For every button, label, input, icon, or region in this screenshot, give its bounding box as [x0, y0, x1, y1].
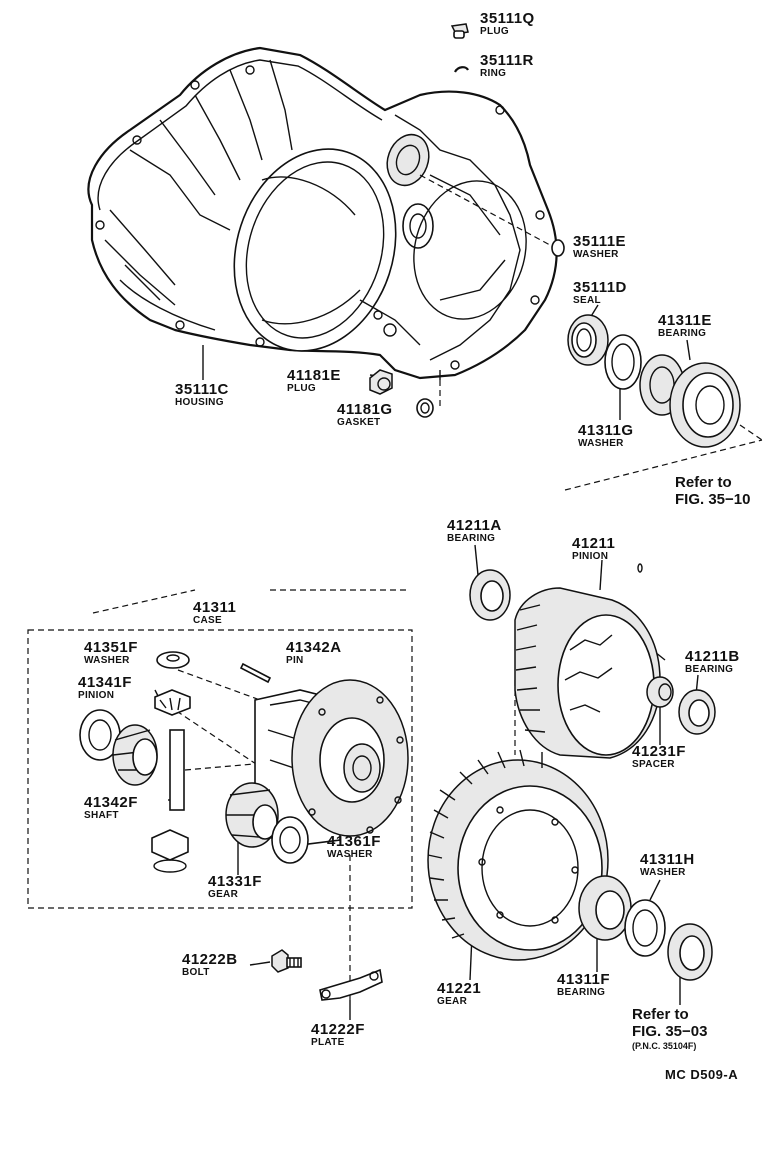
ring-gear-41221-shape	[427, 749, 609, 961]
spacer-41231f-shape	[646, 676, 674, 708]
plug-35111q-shape	[450, 23, 469, 39]
pin-41342a-shape	[239, 662, 272, 684]
side-gear-left-shape	[112, 724, 158, 786]
case-group-box	[27, 629, 413, 909]
bearing-41311f-shape	[578, 875, 632, 941]
ring-35111r-shape	[454, 66, 469, 73]
bearing-41311e-shape	[639, 354, 741, 448]
plug-41181e-shape	[369, 369, 393, 395]
bolt-41222b-shape	[271, 949, 302, 973]
pinion-41211-shape	[514, 563, 661, 759]
shaft-41342f-shape	[169, 729, 185, 811]
washer-41311g-shape	[604, 334, 642, 390]
pinion-41341f-bottom-shape	[151, 829, 189, 873]
bearing-41211b-shape	[678, 689, 716, 735]
washer-41361f-shape	[271, 816, 309, 864]
pinion-41341f-top-shape	[154, 689, 191, 716]
washer-35111e-shape	[551, 239, 565, 257]
seal-35111d-shape	[567, 314, 609, 366]
plate-41222f-shape	[319, 968, 383, 1001]
washer-41311h-shape	[624, 899, 666, 957]
housing-drawing	[87, 46, 558, 380]
bearing-race-right-shape	[667, 923, 713, 981]
gasket-41181g-shape	[416, 398, 434, 418]
gear-41331f-shape	[225, 782, 279, 848]
washer-41351f-shape	[156, 651, 190, 669]
diagram-code: MC D509-A	[665, 1067, 739, 1082]
bearing-41211a-shape	[469, 569, 511, 621]
